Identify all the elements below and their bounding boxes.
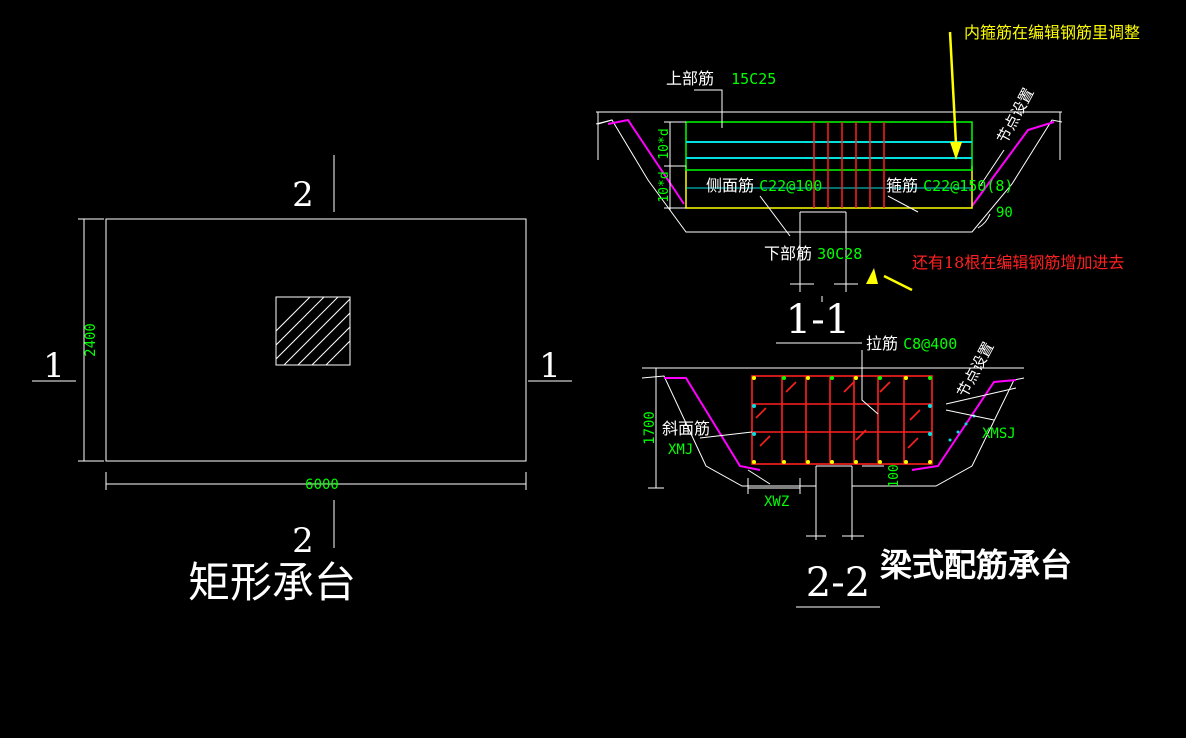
bottom-bar-outline — [685, 166, 973, 209]
plan-view: 2400 6000 2 2 1 1 矩形承台 — [32, 155, 572, 607]
node-setting-1: 节点设置 — [994, 85, 1038, 146]
rebar-dots — [752, 376, 976, 464]
xmsj-text: XMSJ — [982, 426, 1016, 442]
angle-text: 90 — [996, 205, 1013, 221]
beam-cap-caption: 梁式配筋承台 — [880, 546, 1072, 584]
slope-bar-2-left — [664, 377, 761, 471]
section-2-2-title: 2-2 — [806, 560, 870, 606]
section-mark-bottom: 2 — [292, 521, 314, 561]
section-mark-left: 1 — [43, 346, 65, 386]
arrow-head-icon-2 — [866, 268, 878, 284]
plan-caption: 矩形承台 — [188, 558, 356, 607]
side-bar-label: 侧面筋 C22@100 — [706, 176, 822, 195]
tie-bar-label: 拉筋 C8@400 — [866, 334, 957, 353]
dim-width-text: 6000 — [305, 477, 339, 493]
dim-height-text: 2400 — [83, 323, 99, 357]
section-1-1: 10*d 10*d 上部筋 15C25 侧面筋 C22@100 箍筋 C22@1… — [595, 69, 1063, 344]
dim-width-line — [105, 472, 527, 490]
slope-bar-code: XMJ — [668, 442, 693, 458]
dim-1700-text: 1700 — [642, 411, 658, 445]
anchor-bottom-text: 10*d — [657, 171, 672, 202]
top-bar-label: 上部筋 15C25 — [666, 69, 776, 88]
rebar-grid-2-2 — [751, 375, 933, 465]
section-1-1-outline — [595, 111, 1063, 292]
slope-bar-right — [971, 121, 1055, 207]
anchor-top-text: 10*d — [657, 128, 672, 159]
node-setting-2: 节点设置 — [954, 339, 998, 400]
section-2-2-outline — [641, 367, 1025, 540]
inner-stirrup-note: 内箍筋在编辑钢筋里调整 — [964, 23, 1140, 42]
section-1-1-title: 1-1 — [786, 297, 850, 343]
cap-outline — [105, 218, 527, 462]
stirrup-label: 箍筋 C22@150(8) — [886, 176, 1013, 195]
slope-bar-label: 斜面筋 — [662, 419, 710, 438]
annotations: 内箍筋在编辑钢筋里调整 还有18根在编辑钢筋增加进去 — [866, 23, 1140, 292]
dim-100-text: 100 — [887, 464, 902, 487]
section-mark-right: 1 — [539, 346, 561, 386]
bottom-bar-label: 下部筋 30C28 — [764, 244, 862, 263]
xwz-text: XWZ — [764, 494, 789, 510]
note-arrow-down — [948, 31, 958, 145]
pile-hatched — [275, 296, 351, 366]
extra-bars-note: 还有18根在编辑钢筋增加进去 — [912, 253, 1124, 272]
note-arrow-left — [883, 274, 913, 292]
dim-height-line — [78, 218, 104, 462]
slope-bar-left — [607, 118, 685, 205]
stirrups-1-1 — [813, 122, 885, 208]
arrow-head-icon — [950, 142, 962, 160]
top-bar-frame — [685, 121, 973, 171]
section-mark-top: 2 — [292, 175, 314, 215]
